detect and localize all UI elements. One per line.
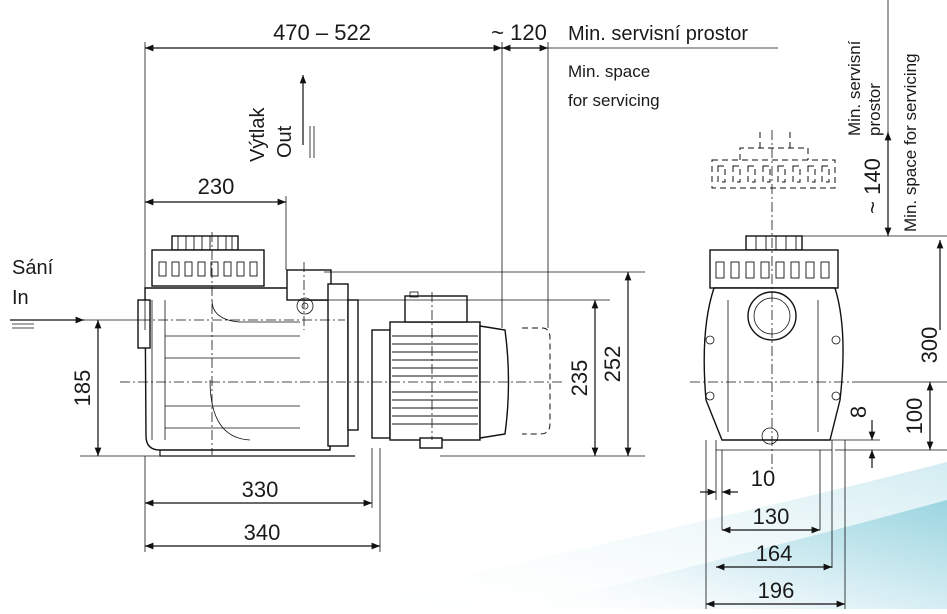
label-inlet-cz: Sání (12, 257, 54, 279)
dim-service-140: ~ 140 (860, 158, 885, 214)
raised-lid (711, 132, 836, 189)
dim-base-330: 330 (242, 477, 279, 502)
dimension-texts: 470 – 522 ~ 120 230 185 235 252 330 340 … (70, 20, 942, 603)
dim-height-235: 235 (567, 360, 592, 397)
dim-inlet-height: 185 (70, 370, 95, 407)
label-outlet-cz: Výtlak (247, 107, 269, 162)
dim-basket-length: 230 (198, 174, 235, 199)
motor (371, 291, 551, 449)
pump-front-view (690, 130, 860, 470)
label-vert-service-cz-1: Min. servisní (845, 40, 864, 136)
dim-base-340: 340 (244, 520, 281, 545)
label-service-en-2: for servicing (568, 91, 660, 110)
label-inlet-en: In (12, 287, 29, 309)
label-vert-service-cz-2: prostor (865, 83, 884, 136)
dim-width-130: 130 (753, 504, 790, 529)
dim-overall-length: 470 – 522 (273, 20, 371, 45)
dim-service-gap: ~ 120 (491, 20, 547, 45)
label-vert-service-en: Min. space for servicing (901, 53, 920, 232)
dim-foot-8: 8 (846, 406, 871, 418)
dim-width-164: 164 (756, 541, 793, 566)
dim-width-196: 196 (758, 578, 795, 603)
side-view-dimensions (10, 42, 778, 552)
pump-housing (144, 287, 331, 451)
label-texts: Min. servisní prostor Min. space for ser… (12, 23, 920, 309)
basket-lid (151, 235, 265, 287)
dim-height-300: 300 (917, 327, 942, 364)
label-outlet-en: Out (274, 125, 296, 158)
front-view-dimensions (700, 0, 947, 609)
outlet-stub (286, 269, 332, 301)
label-service-cz: Min. servisní prostor (568, 23, 748, 45)
dim-height-100: 100 (902, 398, 927, 435)
dim-foot-10: 10 (751, 466, 775, 491)
decorative-wave (330, 462, 947, 609)
dim-height-252: 252 (600, 346, 625, 383)
pump-side-view (120, 232, 565, 457)
label-service-en-1: Min. space (568, 62, 650, 81)
